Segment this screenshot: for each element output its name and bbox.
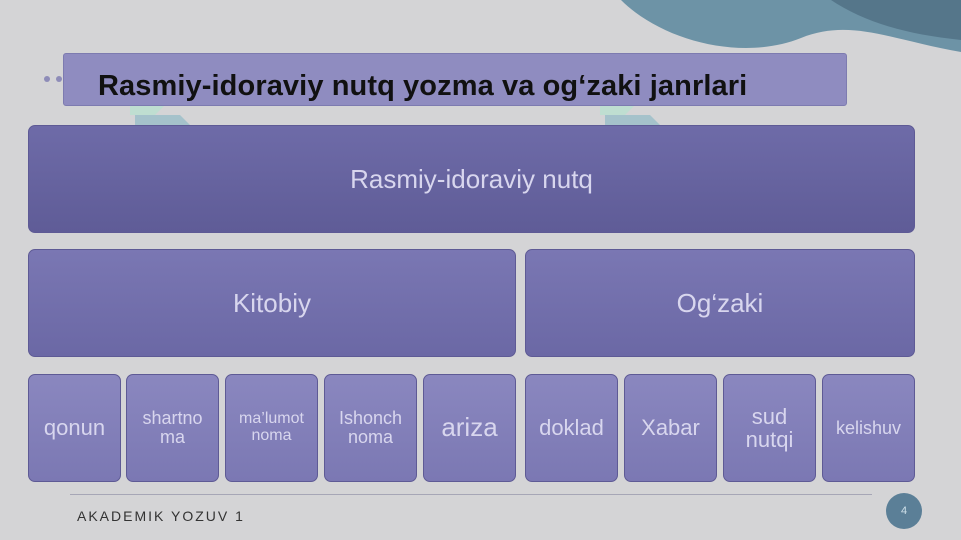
branch-kitobiy: Kitobiy — [28, 249, 516, 357]
leaf-ishonchnoma: Ishonch noma — [324, 374, 417, 482]
footer-divider — [70, 494, 872, 495]
slide-title: Rasmiy-idoraviy nutq yozma va og‘zaki ja… — [98, 70, 748, 102]
decorative-wave — [621, 0, 961, 52]
leaf-ariza: ariza — [423, 374, 516, 482]
leaf-doklad: doklad — [525, 374, 618, 482]
page-number: 4 — [886, 493, 922, 529]
leaf-kelishuv: kelishuv — [822, 374, 915, 482]
leaf-qonun: qonun — [28, 374, 121, 482]
title-bar — [63, 53, 847, 106]
leaf-malumotnoma: ma’lumot noma — [225, 374, 318, 482]
leaf-xabar: Xabar — [624, 374, 717, 482]
footer-text: AKADEMIK YOZUV 1 — [77, 508, 245, 524]
branch-ogzaki: Og‘zaki — [525, 249, 915, 357]
leaf-sud-nutqi: sud nutqi — [723, 374, 816, 482]
diagram-root: Rasmiy-idoraviy nutq — [28, 125, 915, 233]
leaf-shartnoma: shartno ma — [126, 374, 219, 482]
